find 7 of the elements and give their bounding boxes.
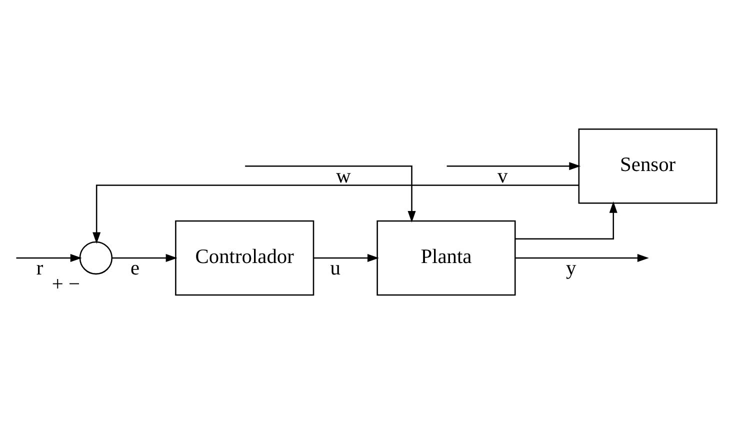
edge-label: r (36, 256, 43, 279)
edge-label: w (336, 164, 350, 187)
edge-label: v (496, 164, 508, 187)
edge-label: u (330, 256, 340, 279)
edge-label: y (565, 256, 576, 279)
edge-label: e (130, 256, 140, 279)
node-label: + − (51, 272, 80, 295)
